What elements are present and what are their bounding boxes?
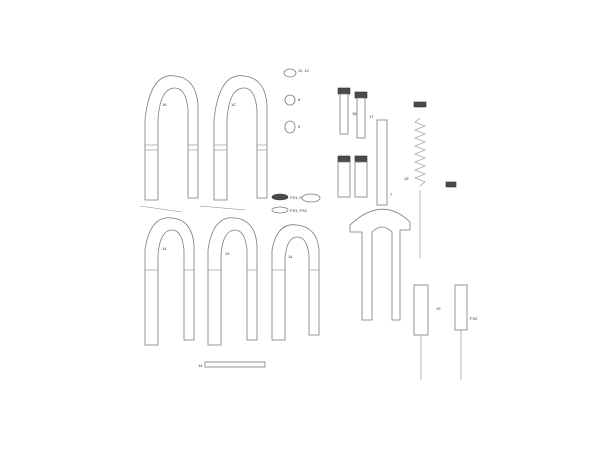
part-label: 9 [298, 124, 301, 129]
part-label: 17 [369, 114, 374, 119]
lower-leg-assembly-1: 16 [139, 75, 199, 213]
crown-steerer: 7 [349, 119, 411, 321]
part-label: FS1, FS2 [290, 208, 308, 213]
part-label: 15 [404, 176, 409, 181]
lower-leg-assembly-4: 13 [207, 217, 258, 346]
part-label: 8 [298, 97, 301, 102]
lower-leg-assembly-5: 14 [271, 224, 320, 341]
part-label: 1C [231, 102, 236, 107]
part-label: FS2 [470, 316, 478, 321]
part-label: 14 [198, 363, 203, 368]
part-label: 19 [436, 306, 441, 311]
cartridge-1: 18 [337, 87, 357, 198]
part-label: FS1, FS2 [290, 195, 308, 200]
part-label: 13 [225, 251, 230, 256]
part-label: 18 [352, 111, 357, 116]
spring-assembly: 15 [404, 101, 457, 258]
part-label: 16 [162, 102, 167, 107]
axle: 14 [198, 361, 266, 368]
damper-assembly: 19 FS2 [413, 284, 478, 380]
lower-leg-assembly-3: 14 [144, 217, 195, 346]
part-label: 7 [390, 192, 393, 197]
part-label: 14 [288, 254, 293, 259]
seals: FS1, FS2 FS1, FS2 [271, 193, 321, 214]
clamp-parts: 11, 12 8 9 [283, 68, 310, 134]
cartridge-2: 17 [354, 91, 374, 198]
part-label: 11, 12 [298, 68, 310, 73]
lower-leg-assembly-2: 1C [199, 75, 268, 211]
part-label: 14 [162, 246, 167, 251]
